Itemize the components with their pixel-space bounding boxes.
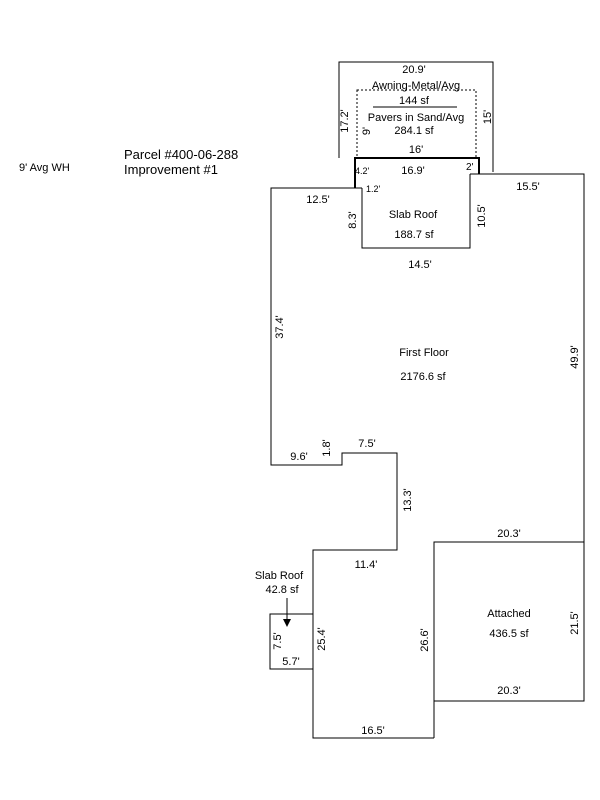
dim-att-bottom: 20.3' xyxy=(497,685,521,697)
dim-ff-step-a: 9.6' xyxy=(290,451,307,463)
slab-roof-top-name: Slab Roof xyxy=(389,209,438,221)
awning-area: 144 sf xyxy=(399,95,430,107)
dim-awning-left: 17.2' xyxy=(339,109,351,133)
slab-roof-top-area: 188.7 sf xyxy=(394,229,434,241)
slab-roof-top-outline xyxy=(361,174,471,249)
dim-low-bottom: 16.5' xyxy=(361,725,385,737)
dim-slab-right-a: 2' xyxy=(466,162,474,173)
avg-wall-height-label: 9' Avg WH xyxy=(19,162,70,174)
parcel-number: Parcel #400-06-288 xyxy=(124,147,239,162)
awning-name: Awning-Metal/Avg xyxy=(372,80,460,92)
dim-small-bottom: 5.7' xyxy=(282,656,299,668)
dim-slab-right-c: 10.5' xyxy=(476,204,488,228)
attached-outline xyxy=(433,541,585,702)
dim-pavers-left: 9' xyxy=(361,127,373,135)
awning-outline xyxy=(338,61,494,172)
first-floor-name: First Floor xyxy=(399,347,449,359)
slab-roof-small-name: Slab Roof xyxy=(255,570,304,582)
dim-pavers-bottom: 16' xyxy=(409,144,423,156)
dim-att-left: 26.6' xyxy=(419,628,431,652)
pavers-outline xyxy=(356,89,477,159)
parcel-info: Parcel #400-06-288 Improvement #1 xyxy=(124,147,238,177)
dim-small-left: 7.5' xyxy=(272,632,284,649)
dim-slab-top: 16.9' xyxy=(401,165,425,177)
first-floor-area: 2176.6 sf xyxy=(400,371,446,383)
attached-area: 436.5 sf xyxy=(489,628,529,640)
dim-low-left: 25.4' xyxy=(316,627,328,651)
dim-awning-top: 20.9' xyxy=(402,64,426,76)
attached-name: Attached xyxy=(487,608,530,620)
pavers-name: Pavers in Sand/Avg xyxy=(368,112,464,124)
dim-att-top: 20.3' xyxy=(497,528,521,540)
dim-ff-right: 49.9' xyxy=(569,345,581,369)
slab-roof-top-bold xyxy=(354,157,480,188)
dim-ff-step-d: 13.3' xyxy=(402,488,414,512)
dim-ff-top-right: 15.5' xyxy=(516,181,540,193)
dim-ff-left: 37.4' xyxy=(274,315,286,339)
dim-slab-left-b: 1.2' xyxy=(366,184,381,194)
dim-ff-step-c: 7.5' xyxy=(358,438,375,450)
pavers-area: 284.1 sf xyxy=(394,125,434,137)
dim-ff-step-e: 11.4' xyxy=(355,559,378,571)
improvement-number: Improvement #1 xyxy=(124,162,218,177)
slab-roof-small-area: 42.8 sf xyxy=(265,584,299,596)
dim-slab-bottom: 14.5' xyxy=(408,259,432,271)
first-floor-right-outline xyxy=(470,173,585,542)
dim-slab-left-a: 4.2' xyxy=(355,166,370,176)
dim-slab-left-c: 8.3' xyxy=(347,211,359,228)
dim-ff-step-b: 1.8' xyxy=(321,439,333,456)
dim-awning-right: 15' xyxy=(482,110,494,124)
dim-att-right: 21.5' xyxy=(569,611,581,635)
slab-roof-small-outline xyxy=(269,613,314,670)
dim-ff-top-left: 12.5' xyxy=(306,194,330,206)
